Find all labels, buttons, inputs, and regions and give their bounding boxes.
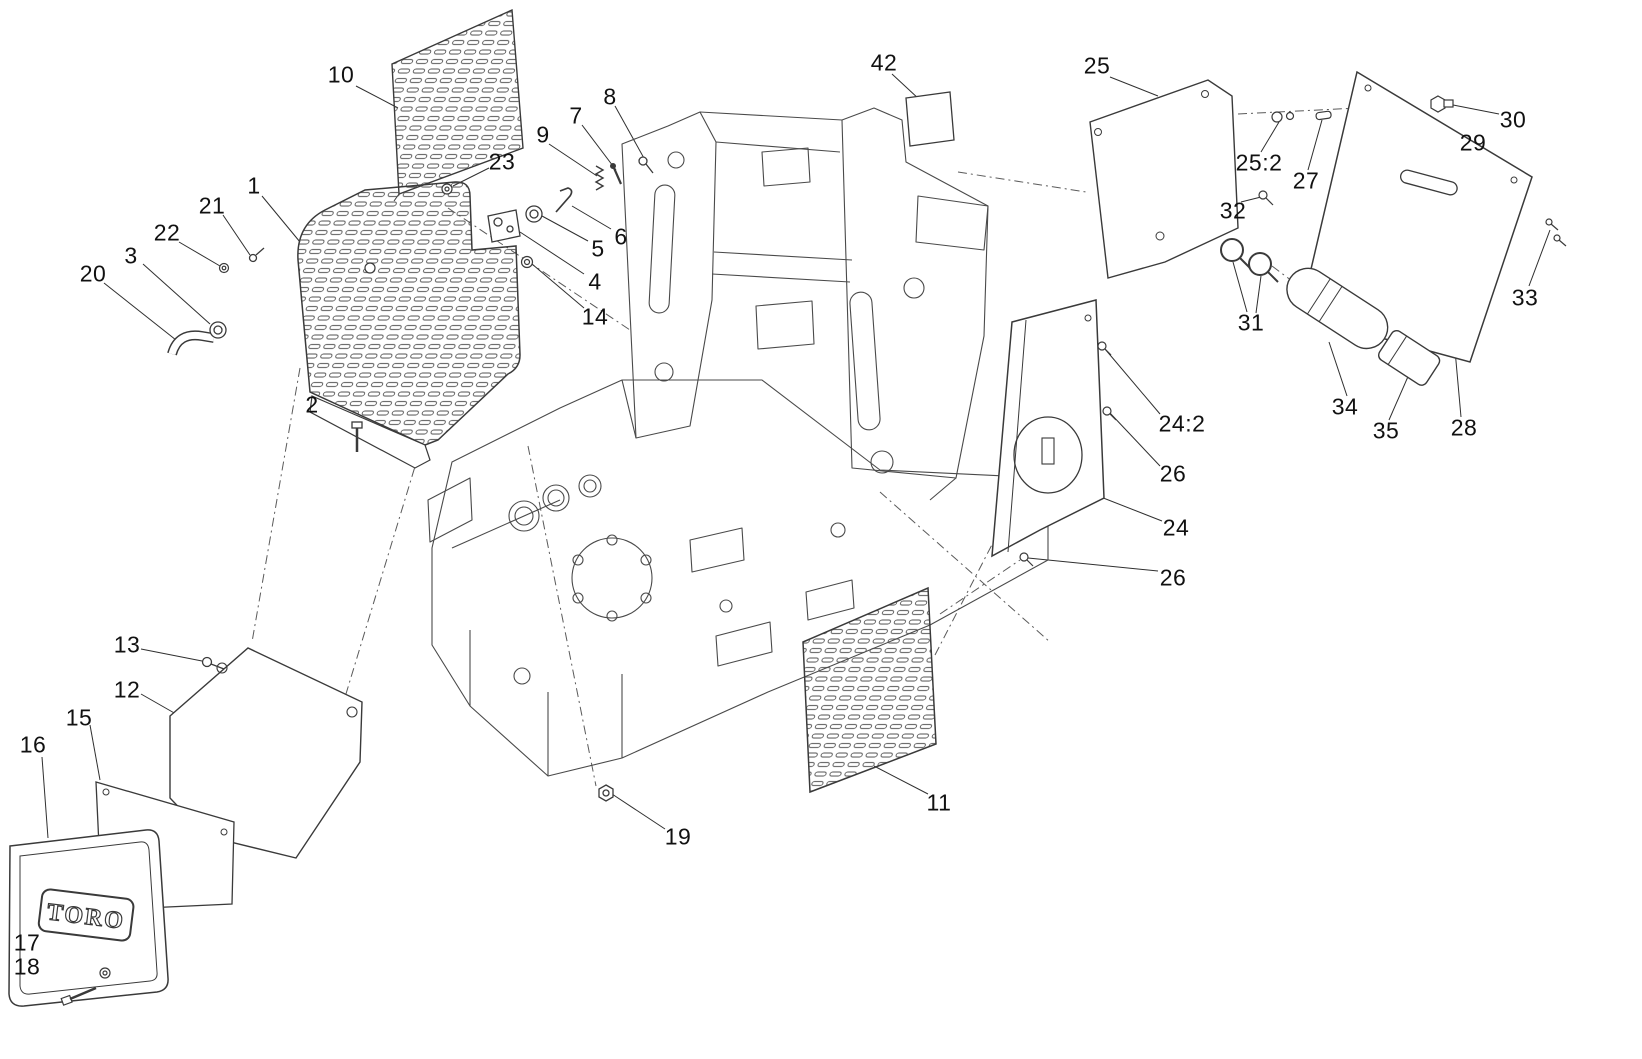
toro-front-panel-16: TORO — [8, 829, 169, 1007]
muffler-34 — [1286, 267, 1389, 350]
grille-panel-10 — [391, 8, 524, 202]
screw-13 — [201, 656, 225, 670]
decal-42 — [905, 91, 955, 147]
bolt-2 — [351, 421, 363, 452]
latch-rod-6 — [555, 187, 573, 213]
access-panel-24 — [991, 299, 1105, 558]
fitting-3 — [209, 321, 227, 339]
bushing-25-2 — [1271, 111, 1295, 123]
washer-5 — [525, 205, 543, 223]
nut-19 — [598, 784, 614, 802]
washer-17 — [99, 967, 111, 979]
hose-20 — [167, 330, 215, 356]
fitting-30 — [1430, 95, 1454, 113]
screw-32 — [1258, 190, 1274, 206]
washer-22 — [218, 262, 230, 274]
screw-24-2 — [1097, 341, 1112, 356]
screw-8 — [638, 156, 654, 174]
bracket-4 — [487, 209, 521, 243]
pin-27 — [1315, 110, 1332, 121]
washer-23 — [441, 183, 453, 195]
bolt-18 — [60, 986, 97, 1006]
screw-26-upper — [1102, 406, 1117, 421]
pin-7 — [610, 163, 623, 185]
screws-33 — [1545, 218, 1567, 247]
side-panel-25 — [1089, 79, 1239, 279]
screw-21 — [248, 247, 265, 263]
mount-plate-12 — [169, 647, 363, 859]
screw-26-lower — [1019, 552, 1034, 567]
clamps-31 — [1220, 238, 1279, 283]
grille-panel-11 — [802, 586, 937, 794]
nut-14 — [520, 255, 534, 269]
pipe-35 — [1377, 330, 1441, 386]
front-grille-1 — [297, 181, 521, 469]
chassis-frame — [427, 107, 1049, 777]
spring-9 — [594, 165, 605, 191]
